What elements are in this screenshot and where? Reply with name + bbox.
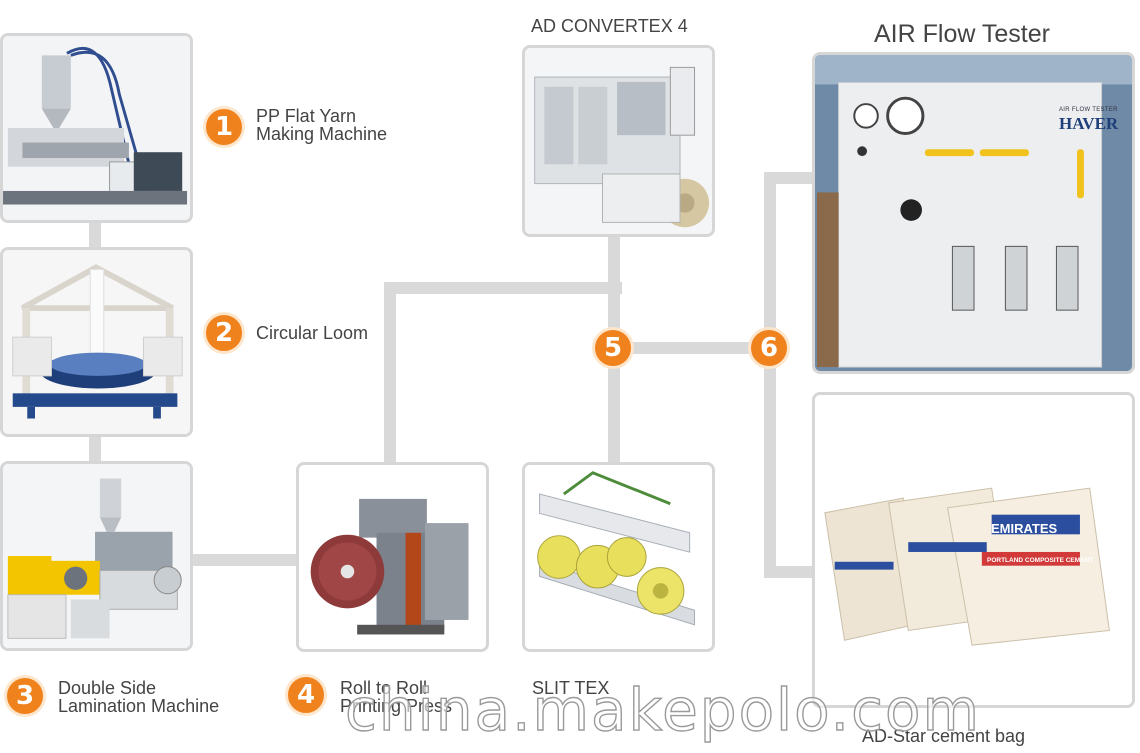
connector-5-6 bbox=[620, 342, 760, 354]
circular-loom-image bbox=[0, 247, 193, 437]
step-1-label-line1: PP Flat Yarn bbox=[256, 106, 357, 126]
tester-panel-brand: HAVER bbox=[1059, 114, 1119, 133]
bag-brand: EMIRATES bbox=[991, 521, 1058, 536]
site-watermark: china.makepolo.com bbox=[344, 675, 981, 744]
connector-3-4 bbox=[188, 554, 300, 566]
step-4-label-line2: Printing Press bbox=[340, 696, 453, 716]
lamination-machine-image bbox=[0, 461, 193, 651]
step-4-label-line1: Roll to Roll bbox=[340, 678, 428, 698]
air-flow-tester-title: AIR Flow Tester bbox=[874, 20, 1050, 48]
step-1-label: PP Flat Yarn Making Machine bbox=[256, 107, 387, 143]
step-2-label: Circular Loom bbox=[256, 324, 368, 342]
step-6-badge: 6 bbox=[748, 327, 790, 369]
slit-tex-image bbox=[522, 462, 715, 652]
step-2-badge: 2 bbox=[203, 312, 245, 354]
step-3-badge: 3 bbox=[4, 675, 46, 717]
convertex-title: AD CONVERTEX 4 bbox=[531, 16, 688, 36]
tester-panel-caption: AIR FLOW TESTER bbox=[1059, 107, 1118, 113]
connector-6-bag bbox=[764, 566, 820, 578]
printing-press-image bbox=[296, 462, 489, 652]
connector-6-tester bbox=[764, 172, 820, 184]
pp-flat-yarn-machine-image bbox=[0, 33, 193, 223]
convertex-image bbox=[522, 45, 715, 237]
cement-bag-image: EMIRATES PORTLAND COMPOSITE CEMENT bbox=[812, 392, 1135, 708]
step-3-label-line1: Double Side bbox=[58, 678, 157, 698]
step-3-label-line2: Lamination Machine bbox=[58, 696, 220, 716]
slit-tex-title: SLIT TEX bbox=[532, 678, 610, 698]
step-1-badge: 1 bbox=[203, 106, 245, 148]
air-flow-tester-image: AIR FLOW TESTER HAVER bbox=[812, 52, 1135, 374]
step-5-badge: 5 bbox=[592, 327, 634, 369]
connector-2-3 bbox=[89, 432, 101, 466]
ad-star-bag-title: AD-Star cement bag bbox=[862, 726, 1026, 746]
step-1-label-line2: Making Machine bbox=[256, 124, 388, 144]
connector-6-vertical bbox=[764, 172, 776, 578]
step-3-label: Double Side Lamination Machine bbox=[58, 679, 219, 715]
step-4-badge: 4 bbox=[285, 674, 327, 716]
connector-4-up bbox=[384, 282, 396, 468]
step-4-label: Roll to Roll Printing Press bbox=[340, 679, 452, 715]
connector-top-horizontal bbox=[384, 282, 622, 294]
bag-product: PORTLAND COMPOSITE CEMENT bbox=[987, 557, 1094, 564]
connector-1-2 bbox=[89, 218, 101, 252]
step-2-label-line1: Circular Loom bbox=[256, 323, 369, 343]
